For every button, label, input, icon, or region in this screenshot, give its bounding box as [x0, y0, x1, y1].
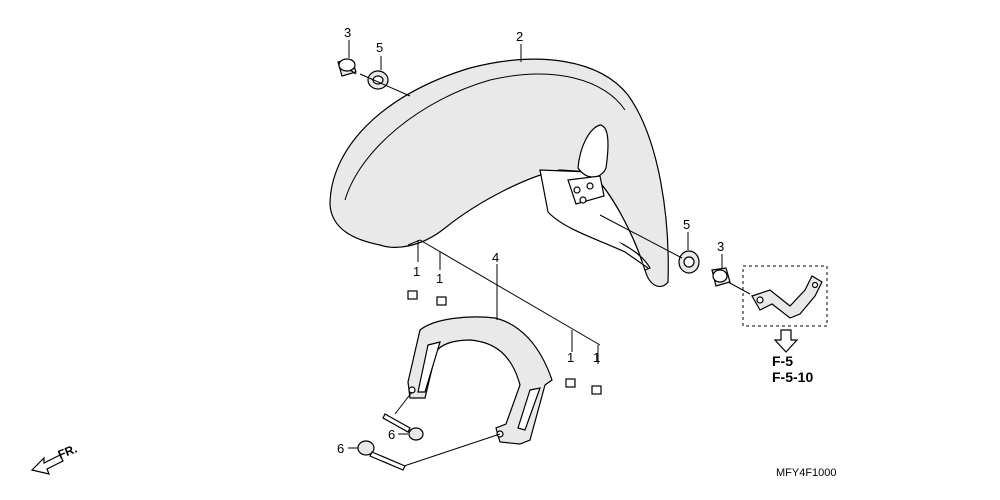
bolt-upper [382, 413, 424, 441]
callout-3-left: 3 [344, 25, 351, 40]
right-grommet [678, 250, 700, 274]
diagram-code: MFY4F1000 [776, 467, 837, 479]
bolt-lower [357, 440, 406, 471]
reference-bracket-box [742, 265, 828, 327]
callout-1-a: 1 [413, 264, 420, 279]
reference-label-f5-10: F-5-10 [772, 369, 813, 385]
callout-3-right: 3 [717, 239, 724, 254]
clip-4 [591, 385, 602, 395]
callout-2: 2 [516, 29, 523, 44]
front-direction-indicator: FR. [30, 442, 79, 475]
callout-6-lower: 6 [337, 441, 344, 456]
front-direction-label: FR. [56, 442, 79, 462]
callout-1-d: 1 [593, 350, 600, 365]
left-collar-bolt [337, 58, 357, 77]
left-grommet [367, 70, 389, 90]
clip-3 [565, 378, 576, 388]
callout-5-left: 5 [376, 40, 383, 55]
callout-4: 4 [492, 250, 499, 265]
callout-5-right: 5 [683, 217, 690, 232]
clip-2 [436, 296, 447, 306]
front-fender [329, 58, 669, 288]
front-arrow-icon [30, 454, 64, 475]
clip-1 [407, 290, 418, 300]
callout-1-b: 1 [436, 271, 443, 286]
callout-6-upper: 6 [388, 427, 395, 442]
reference-arrow [773, 329, 799, 353]
right-collar-bolt [711, 267, 731, 287]
reference-label-f5: F-5 [772, 353, 793, 369]
fender-brace [407, 316, 553, 445]
callout-1-c: 1 [567, 350, 574, 365]
